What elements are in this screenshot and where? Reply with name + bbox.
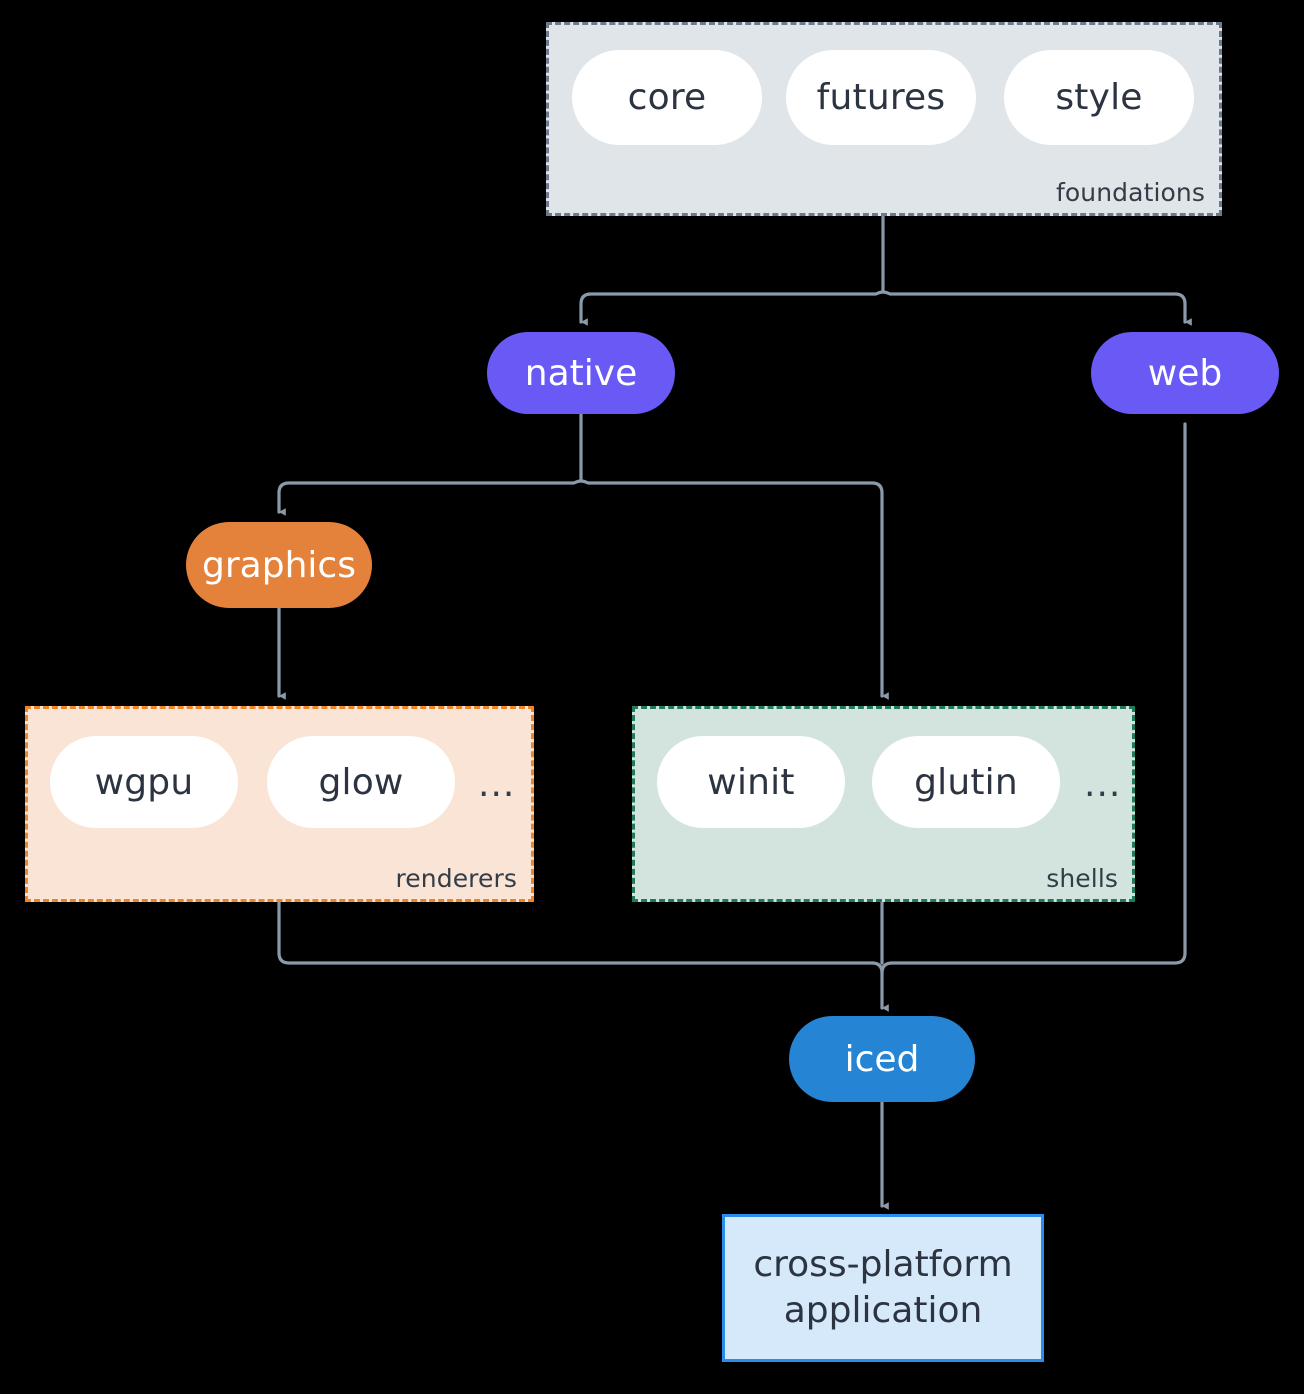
group-label-foundations: foundations: [1056, 178, 1205, 207]
node-native[interactable]: native: [487, 332, 675, 414]
pill-label-winit: winit: [707, 761, 795, 803]
node-web[interactable]: web: [1091, 332, 1279, 414]
edge-native-shells: [579, 479, 889, 700]
node-cross-platform-application[interactable]: cross-platform application: [722, 1214, 1044, 1362]
pill-winit[interactable]: winit: [657, 736, 845, 828]
edge-foundations-web: [881, 290, 1192, 326]
application-label-line2: application: [783, 1290, 983, 1331]
group-label-shells: shells: [1046, 864, 1118, 893]
edge-foundations-native: [579, 290, 885, 326]
node-label-graphics: graphics: [202, 544, 356, 586]
pill-label-style: style: [1055, 77, 1143, 118]
node-label-web: web: [1147, 352, 1223, 394]
pill-label-glutin: glutin: [914, 761, 1018, 803]
pill-label-core: core: [627, 77, 707, 118]
pill-wgpu[interactable]: wgpu: [50, 736, 238, 828]
edge-merge-iced-right: [880, 961, 894, 975]
shells-overflow-ellipsis: ...: [1084, 764, 1122, 805]
application-label-line1: cross-platform: [753, 1243, 1013, 1285]
pill-glow[interactable]: glow: [267, 736, 455, 828]
pill-style[interactable]: style: [1004, 50, 1194, 145]
group-label-renderers: renderers: [395, 864, 517, 893]
node-iced[interactable]: iced: [789, 1016, 975, 1102]
pill-glutin[interactable]: glutin: [872, 736, 1060, 828]
node-graphics[interactable]: graphics: [186, 522, 372, 608]
edge-renderers-iced: [277, 900, 874, 965]
pill-label-wgpu: wgpu: [94, 761, 194, 803]
pill-label-glow: glow: [318, 761, 404, 803]
edge-merge-iced: [870, 961, 889, 1012]
edge-native-graphics: [277, 479, 583, 516]
pill-label-futures: futures: [816, 77, 946, 118]
pill-futures[interactable]: futures: [786, 50, 976, 145]
node-label-iced: iced: [844, 1038, 920, 1080]
renderers-overflow-ellipsis: ...: [478, 764, 516, 805]
node-label-native: native: [524, 352, 638, 394]
pill-core[interactable]: core: [572, 50, 762, 145]
